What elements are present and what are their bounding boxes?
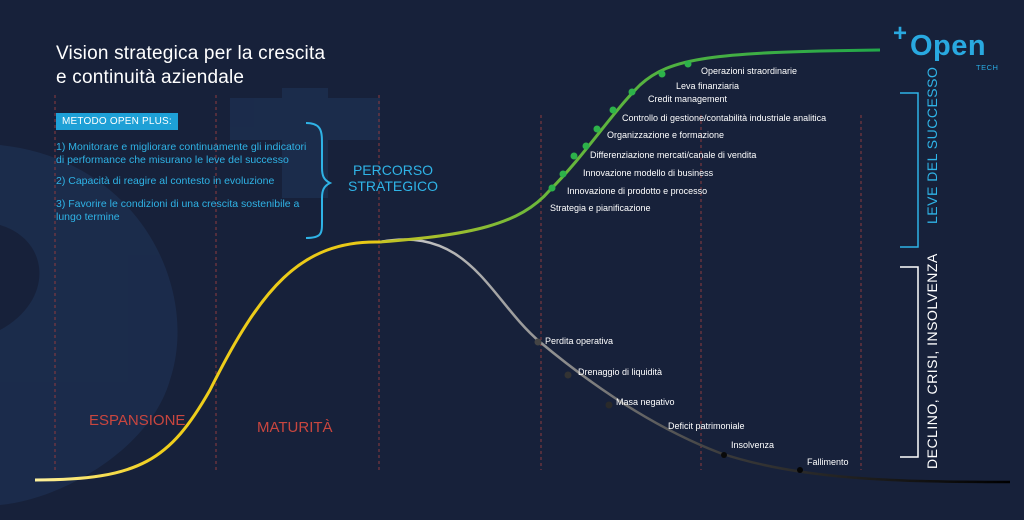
- decorative-background-shapes: [0, 88, 380, 505]
- success-marker: [582, 142, 590, 150]
- page-title: Vision strategica per la crescita e cont…: [56, 42, 325, 90]
- title-line-1: Vision strategica per la crescita: [56, 43, 326, 64]
- decline-label: Deficit patrimoniale: [668, 421, 745, 431]
- leve-bracket: [900, 92, 919, 248]
- decline-marker: [797, 467, 803, 473]
- logo-name: Open: [910, 30, 987, 62]
- method-point-2: 2) Capacità di reagire al contesto in ev…: [56, 175, 275, 187]
- success-markers: [548, 60, 692, 192]
- lever-label: Innovazione di prodotto e processo: [567, 186, 708, 196]
- lever-label: Leva finanziaria: [676, 81, 740, 91]
- success-marker: [548, 184, 556, 192]
- leve-side-label: LEVE DEL SUCCESSO: [924, 66, 940, 224]
- percorso-label: PERCORSO STRATEGICO: [338, 162, 448, 194]
- lever-label: Differenziazione mercati/canale di vendi…: [590, 150, 757, 160]
- lever-label: Controllo di gestione/contabilità indust…: [622, 113, 827, 123]
- success-marker: [559, 170, 567, 178]
- decline-curve: [379, 238, 1011, 484]
- declino-bracket: [900, 266, 919, 458]
- phase-maturita: MATURITÀ: [257, 419, 333, 436]
- decline-marker: [605, 401, 613, 409]
- logo-sub: TECH: [976, 63, 999, 72]
- decline-marker: [564, 371, 572, 379]
- method-brace: [305, 122, 333, 239]
- success-curve: [379, 48, 881, 244]
- growth-curve: [34, 240, 381, 482]
- decline-label: Masa negativo: [616, 397, 675, 407]
- lever-label: Credit management: [648, 94, 728, 104]
- lever-label: Operazioni straordinarie: [701, 66, 798, 76]
- decline-marker: [721, 452, 727, 458]
- decline-label: Perdita operativa: [545, 336, 614, 346]
- lever-label: Strategia e pianificazione: [550, 203, 651, 213]
- success-marker: [570, 152, 578, 160]
- declino-side-label: DECLINO, CRISI, INSOLVENZA: [924, 253, 940, 469]
- method-point-1: 1) Monitorare e migliorare continuamente…: [56, 141, 307, 166]
- decline-markers: [534, 338, 803, 473]
- percorso-line-1: PERCORSO: [352, 162, 434, 178]
- decline-label: Insolvenza: [731, 440, 775, 450]
- percorso-line-2: STRATEGICO: [348, 178, 438, 194]
- title-line-2: e continuità aziendale: [56, 67, 245, 88]
- phase-espansione: ESPANSIONE: [89, 412, 186, 429]
- lever-label: Organizzazione e formazione: [607, 130, 725, 140]
- success-marker: [593, 125, 601, 133]
- decline-label: Drenaggio di liquidità: [578, 367, 663, 377]
- success-marker: [628, 88, 636, 96]
- method-badge: METODO OPEN PLUS:: [56, 113, 178, 130]
- decline-label: Fallimento: [807, 457, 849, 467]
- success-marker: [684, 60, 692, 68]
- success-marker: [609, 106, 617, 114]
- lever-label: Innovazione modello di business: [583, 168, 714, 178]
- success-marker: [658, 70, 666, 78]
- decline-marker: [534, 338, 542, 346]
- phase-dividers: [54, 95, 862, 470]
- method-point-3: 3) Favorire le condizioni di una crescit…: [56, 198, 300, 223]
- logo-plus-icon: +: [893, 20, 908, 47]
